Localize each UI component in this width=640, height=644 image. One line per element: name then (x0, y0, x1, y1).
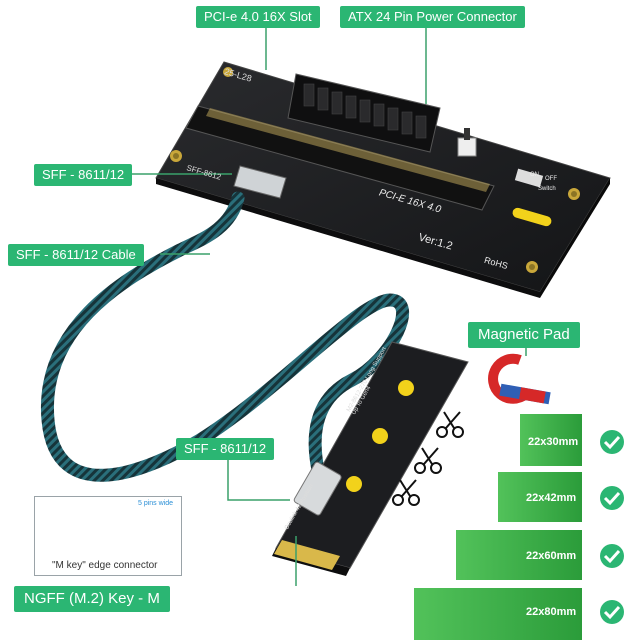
m2-adapter-card (272, 341, 469, 576)
callout-sff-bottom: SFF - 8611/12 (176, 438, 275, 460)
size-cards (414, 414, 582, 640)
pins-label: 5 pins wide (138, 500, 174, 507)
switch-off-label: OFF (545, 176, 557, 182)
scissors-icon (392, 411, 464, 506)
magnet-icon (488, 353, 551, 405)
callout-magnetic-pad: Magnetic Pad (468, 322, 580, 348)
size-22x30: 22x30mm (528, 436, 579, 448)
switch-text-label: Switch (538, 186, 556, 192)
size-22x80: 22x80mm (526, 606, 577, 618)
callout-pcie-slot: PCI-e 4.0 16X Slot (196, 6, 320, 28)
callout-sff-top: SFF - 8611/12 (34, 164, 133, 186)
size-22x42: 22x42mm (526, 492, 577, 504)
edge-connector-box (34, 496, 182, 576)
leader-lines (128, 26, 527, 586)
riser-board (155, 61, 611, 298)
switch-on-label: ON (530, 172, 539, 178)
callout-ngff: NGFF (M.2) Key - M (14, 586, 170, 612)
edge-connector-caption: "M key" edge connector (52, 560, 158, 571)
callout-atx-power: ATX 24 Pin Power Connector (340, 6, 525, 28)
callout-sff-cable: SFF - 8611/12 Cable (8, 244, 144, 266)
check-icons (600, 430, 624, 624)
size-22x60: 22x60mm (526, 550, 577, 562)
